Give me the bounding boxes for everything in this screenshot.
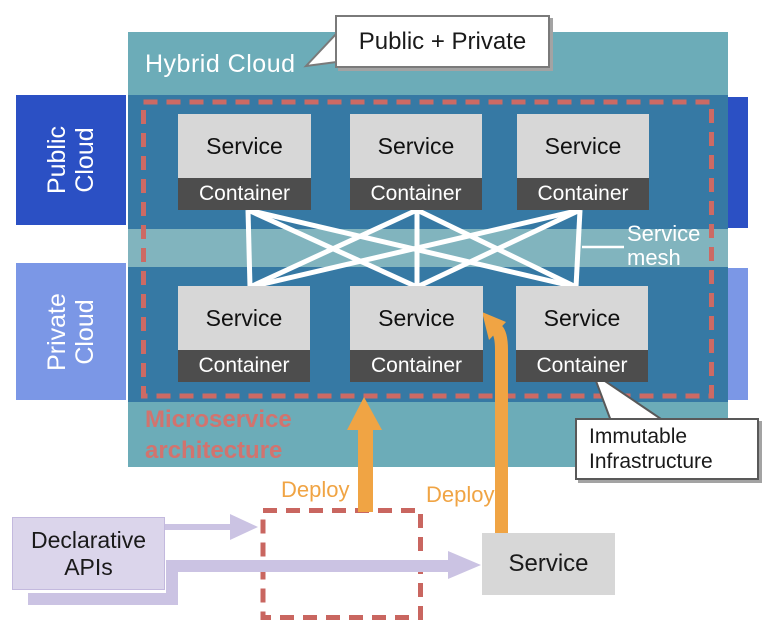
container-label: Container [350, 178, 482, 210]
private-cloud-band-right-sliver [728, 268, 748, 400]
service-label: Service [516, 286, 648, 350]
arrowhead-to-deploy-box [230, 514, 258, 540]
standalone-service-box: Service [482, 533, 615, 595]
deploy-label-left: Deploy [281, 477, 350, 502]
service-label: Service [350, 114, 482, 178]
declarative-apis-box: Declarative APIs [12, 517, 165, 590]
service-container-box: Service Container [350, 286, 483, 382]
service-label: Service [517, 114, 649, 178]
service-container-box: Service Container [178, 114, 311, 210]
container-label: Container [517, 178, 649, 210]
hybrid-cloud-title: Hybrid Cloud [145, 50, 296, 78]
declarative-apis-label: Declarative [30, 526, 147, 553]
service-container-box: Service Container [517, 114, 649, 210]
arrowhead-to-service [448, 551, 481, 579]
service-label: Service [350, 286, 483, 350]
container-label: Container [178, 350, 310, 382]
deploy-dashed-box [260, 508, 423, 620]
service-label: Service [508, 550, 589, 577]
callout-immutable-infrastructure: Immutable Infrastructure [575, 418, 759, 480]
declarative-apis-label: APIs [64, 553, 113, 580]
service-container-box: Service Container [516, 286, 648, 382]
container-label: Container [516, 350, 648, 382]
service-container-box: Service Container [178, 286, 310, 382]
service-container-box: Service Container [350, 114, 482, 210]
service-label: Service [178, 286, 310, 350]
public-cloud-band-right-sliver [728, 97, 748, 228]
deploy-label-right: Deploy [426, 482, 495, 507]
container-label: Container [178, 178, 311, 210]
service-label: Service [178, 114, 311, 178]
callout-public-private: Public + Private [335, 15, 550, 68]
container-label: Container [350, 350, 483, 382]
